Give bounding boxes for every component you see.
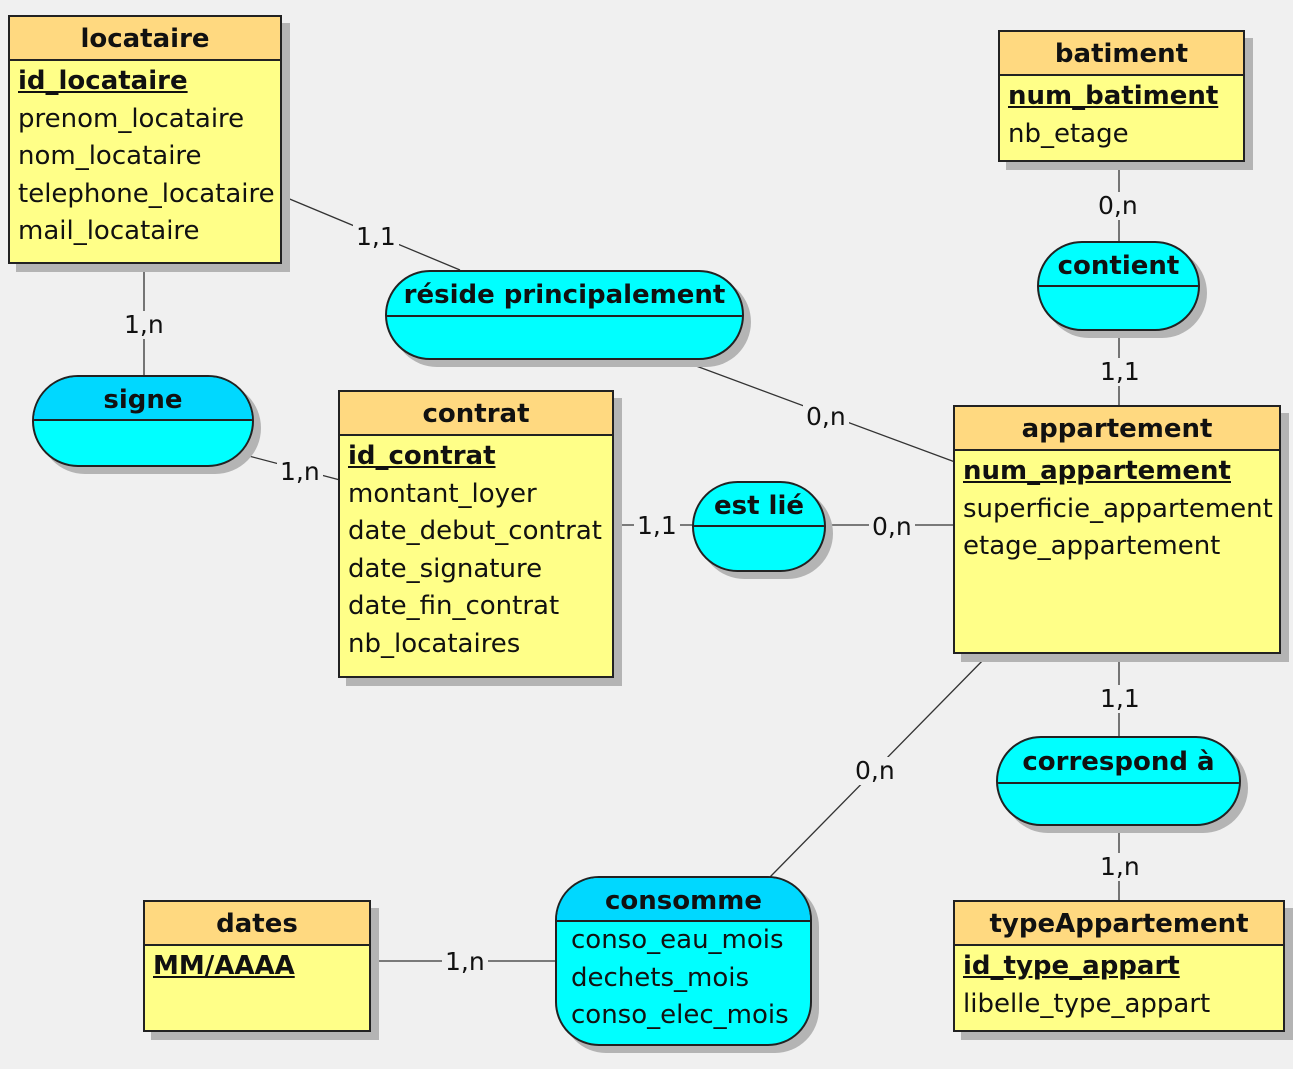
association-title: réside principalement — [387, 272, 742, 317]
cardinality-dates-consomme: 1,n — [442, 948, 488, 976]
attribute: montant_loyer — [348, 478, 537, 509]
attribute: date_signature — [348, 553, 543, 584]
attribute: conso_eau_mois — [571, 925, 784, 955]
attribute: superficie_appartement — [963, 493, 1273, 524]
attribute: nom_locataire — [18, 141, 202, 171]
cardinality-reside-appartement: 0,n — [803, 403, 849, 431]
attribute: nb_locataires — [348, 628, 521, 659]
attribute: mail_locataire — [18, 216, 200, 246]
entity-title: locataire — [10, 17, 280, 61]
attribute: prenom_locataire — [18, 103, 245, 134]
primary-key: id_locataire — [18, 66, 188, 96]
cardinality-correspond-type: 1,n — [1097, 853, 1143, 881]
attribute: libelle_type_appart — [963, 988, 1211, 1019]
association-signe[interactable]: signe — [32, 375, 254, 467]
cardinality-locataire-reside: 1,1 — [353, 223, 399, 251]
entity-locataire[interactable]: locataire id_locataire prenom_locataire … — [8, 15, 282, 264]
association-title: consomme — [557, 878, 810, 922]
cardinality-locataire-signe: 1,n — [121, 311, 167, 339]
entity-title: contrat — [340, 392, 612, 436]
entity-title: appartement — [955, 407, 1279, 451]
primary-key: id_contrat — [348, 441, 496, 471]
entity-title: typeAppartement — [955, 902, 1283, 946]
association-correspond-a[interactable]: correspond à — [996, 736, 1241, 826]
primary-key: num_batiment — [1008, 81, 1219, 111]
attribute: nb_etage — [1008, 118, 1129, 149]
entity-title: batiment — [1000, 32, 1243, 76]
attribute: conso_elec_mois — [571, 1000, 789, 1030]
attribute: etage_appartement — [963, 531, 1221, 561]
entity-batiment[interactable]: batiment num_batiment nb_etage — [998, 30, 1245, 162]
entity-appartement[interactable]: appartement num_appartement superficie_a… — [953, 405, 1281, 654]
cardinality-estlie-appartement: 0,n — [869, 513, 915, 541]
primary-key: id_type_appart — [963, 951, 1180, 981]
attribute: date_fin_contrat — [348, 591, 560, 621]
cardinality-contrat-estlie: 1,1 — [634, 512, 680, 540]
association-est-lie[interactable]: est lié — [692, 481, 826, 572]
cardinality-appartement-consomme: 0,n — [852, 757, 898, 785]
association-title: correspond à — [998, 738, 1239, 784]
cardinality-batiment-contient: 0,n — [1095, 192, 1141, 220]
entity-contrat[interactable]: contrat id_contrat montant_loyer date_de… — [338, 390, 614, 678]
cardinality-contient-appartement: 1,1 — [1097, 358, 1143, 386]
association-reside-principalement[interactable]: réside principalement — [385, 270, 744, 360]
attribute: dechets_mois — [571, 962, 750, 993]
primary-key: MM/AAAA — [153, 951, 295, 981]
entity-typeappartement[interactable]: typeAppartement id_type_appart libelle_t… — [953, 900, 1285, 1032]
association-title: contient — [1039, 243, 1198, 287]
association-title: est lié — [694, 483, 824, 527]
cardinality-appartement-correspond: 1,1 — [1097, 685, 1143, 713]
association-consomme[interactable]: consomme conso_eau_mois dechets_mois con… — [555, 876, 812, 1046]
entity-dates[interactable]: dates MM/AAAA — [143, 900, 371, 1032]
entity-title: dates — [145, 902, 369, 946]
association-contient[interactable]: contient — [1037, 241, 1200, 331]
attribute: date_debut_contrat — [348, 516, 602, 546]
association-title: signe — [34, 377, 252, 421]
cardinality-signe-contrat: 1,n — [277, 458, 323, 486]
attribute: telephone_locataire — [18, 178, 275, 209]
primary-key: num_appartement — [963, 456, 1231, 486]
